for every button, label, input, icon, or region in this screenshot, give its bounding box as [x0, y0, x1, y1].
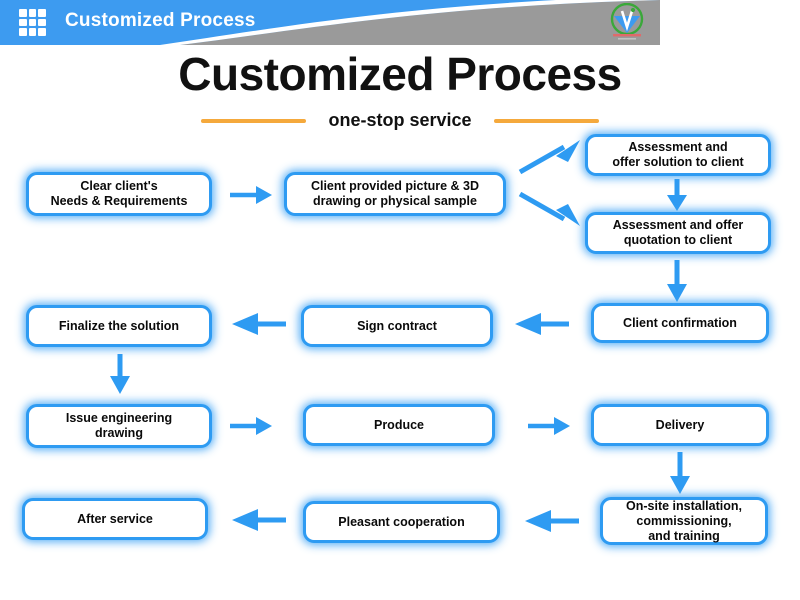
header-curve-decoration — [160, 0, 660, 45]
node-after-service[interactable]: After service — [22, 498, 208, 540]
node-label: Assessment and offer quotation to client — [612, 218, 744, 247]
arrow-branch-down-right — [516, 188, 584, 230]
node-label: Client provided picture & 3D drawing or … — [310, 179, 480, 208]
arrow-left-contract-to-finalize — [228, 310, 290, 338]
node-onsite-installation[interactable]: On-site installation, commissioning, and… — [600, 497, 768, 545]
rule-left — [201, 118, 307, 123]
node-issue-drawing[interactable]: Issue engineering drawing — [26, 404, 212, 448]
rule-right — [493, 118, 599, 123]
arrow-right-clear-to-provided — [228, 182, 276, 208]
arrow-down-quotation-to-confirmation — [662, 258, 692, 304]
page-title: Customized Process — [178, 48, 622, 100]
node-pleasant-cooperation[interactable]: Pleasant cooperation — [303, 501, 500, 543]
node-clear-needs[interactable]: Clear client's Needs & Requirements — [26, 172, 212, 216]
node-label: Issue engineering drawing — [65, 411, 173, 440]
node-produce[interactable]: Produce — [303, 404, 495, 446]
node-label: Assessment and offer solution to client — [612, 140, 744, 169]
arrow-down-finalize-to-drawing — [105, 352, 135, 396]
node-label: Pleasant cooperation — [338, 514, 465, 529]
node-label: Sign contract — [357, 318, 437, 333]
header-bar: Customized Process — [0, 0, 660, 45]
node-assessment-solution[interactable]: Assessment and offer solution to client — [585, 134, 771, 176]
node-client-confirmation[interactable]: Client confirmation — [591, 303, 769, 343]
node-label: Client confirmation — [623, 315, 737, 330]
grid-icon[interactable] — [19, 9, 46, 36]
node-label: Finalize the solution — [58, 318, 180, 333]
node-finalize-solution[interactable]: Finalize the solution — [26, 305, 212, 347]
node-label: Clear client's Needs & Requirements — [50, 179, 188, 208]
node-assessment-quotation[interactable]: Assessment and offer quotation to client — [585, 212, 771, 254]
node-delivery[interactable]: Delivery — [591, 404, 769, 446]
node-label: After service — [77, 511, 153, 526]
arrow-left-confirmation-to-contract — [511, 310, 573, 338]
subtitle-row: one-stop service — [0, 110, 800, 131]
arrow-right-drawing-to-produce — [228, 413, 276, 439]
node-label: Produce — [373, 417, 424, 432]
header-title: Customized Process — [65, 10, 256, 31]
page-subtitle: one-stop service — [328, 110, 472, 130]
node-client-provided[interactable]: Client provided picture & 3D drawing or … — [284, 172, 506, 216]
arrow-branch-up-right — [516, 136, 584, 178]
node-label: Delivery — [655, 417, 705, 432]
arrow-down-solution-to-quotation — [662, 177, 692, 213]
arrow-left-cooperation-to-after-service — [228, 506, 290, 534]
company-logo-icon — [610, 3, 644, 40]
arrow-right-produce-to-delivery — [526, 413, 574, 439]
arrow-down-delivery-to-onsite — [665, 450, 695, 496]
node-sign-contract[interactable]: Sign contract — [301, 305, 493, 347]
node-label: On-site installation, commissioning, and… — [626, 498, 742, 543]
arrow-left-onsite-to-cooperation — [521, 507, 583, 535]
